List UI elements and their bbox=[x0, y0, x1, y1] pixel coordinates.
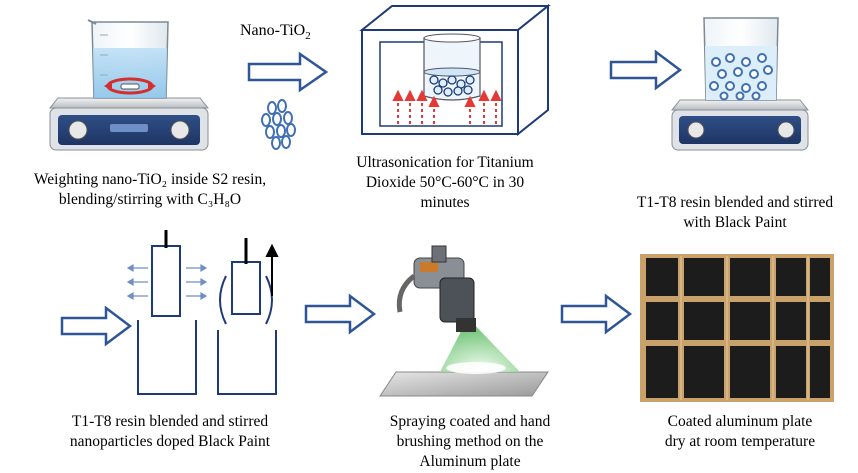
caption-ultrasonication-line-1: Ultrasonication for Titanium bbox=[356, 154, 534, 171]
caption-blend-black-paint: T1-T8 resin blended and stirred with Bla… bbox=[620, 193, 850, 233]
process-arrow-1 bbox=[247, 51, 329, 93]
caption-drying: Coated aluminum plate dry at room temper… bbox=[625, 412, 855, 452]
caption-weighing: Weighting nano-TiO₂ inside S2 resin, ble… bbox=[0, 170, 300, 210]
nano-particles-icon bbox=[261, 99, 296, 150]
caption-blend-nanoparticles-line-2: nanoparticles doped Black Paint bbox=[69, 433, 271, 450]
ultrasonic-bath-icon bbox=[359, 3, 551, 137]
nano-tio2-text: Nano-TiO bbox=[240, 22, 306, 39]
caption-weighing-line-2: blending/stirring with C₃H₈O bbox=[58, 191, 242, 208]
spray-gun-icon bbox=[379, 245, 549, 397]
caption-spraying-line-1: Spraying coated and hand bbox=[389, 413, 551, 430]
hotplate-stirrer-icon bbox=[48, 97, 210, 151]
process-arrow-4 bbox=[304, 293, 377, 335]
caption-blend-black-paint-line-2: with Black Paint bbox=[683, 214, 787, 231]
hotplate-stirrer-2-icon bbox=[670, 99, 810, 151]
caption-blend-nanoparticles-line-1: T1-T8 resin blended and stirred bbox=[71, 413, 269, 430]
nano-tio2-subscript: 2 bbox=[305, 30, 311, 43]
process-arrow-3 bbox=[60, 305, 133, 347]
stir-rotation-icon bbox=[104, 77, 156, 95]
caption-ultrasonication-line-3: minutes bbox=[420, 194, 470, 211]
caption-blend-nanoparticles: T1-T8 resin blended and stirred nanopart… bbox=[40, 412, 300, 452]
heat-arrows-icon bbox=[392, 89, 502, 124]
process-arrow-2 bbox=[609, 49, 683, 91]
caption-spraying: Spraying coated and hand brushing method… bbox=[355, 412, 585, 472]
caption-weighing-line-1: Weighting nano-TiO₂ inside S2 resin, bbox=[33, 171, 267, 188]
nano-tio2-label: Nano-TiO2 bbox=[240, 22, 311, 42]
caption-ultrasonication: Ultrasonication for Titanium Dioxide 50°… bbox=[330, 153, 560, 213]
caption-drying-line-2: dry at room temperature bbox=[664, 433, 816, 450]
caption-spraying-line-2: brushing method on the bbox=[396, 433, 544, 450]
process-arrow-5 bbox=[560, 293, 633, 335]
beaker-particles-icon bbox=[703, 17, 779, 101]
caption-spraying-line-3: Aluminum plate bbox=[419, 453, 521, 470]
caption-blend-black-paint-line-1: T1-T8 resin blended and stirred bbox=[636, 194, 834, 211]
caption-drying-line-1: Coated aluminum plate bbox=[667, 413, 813, 430]
dip-coating-icon bbox=[126, 230, 279, 395]
coated-plate-photo bbox=[640, 254, 834, 402]
caption-ultrasonication-line-2: Dioxide 50°C-60°C in 30 bbox=[365, 174, 525, 191]
